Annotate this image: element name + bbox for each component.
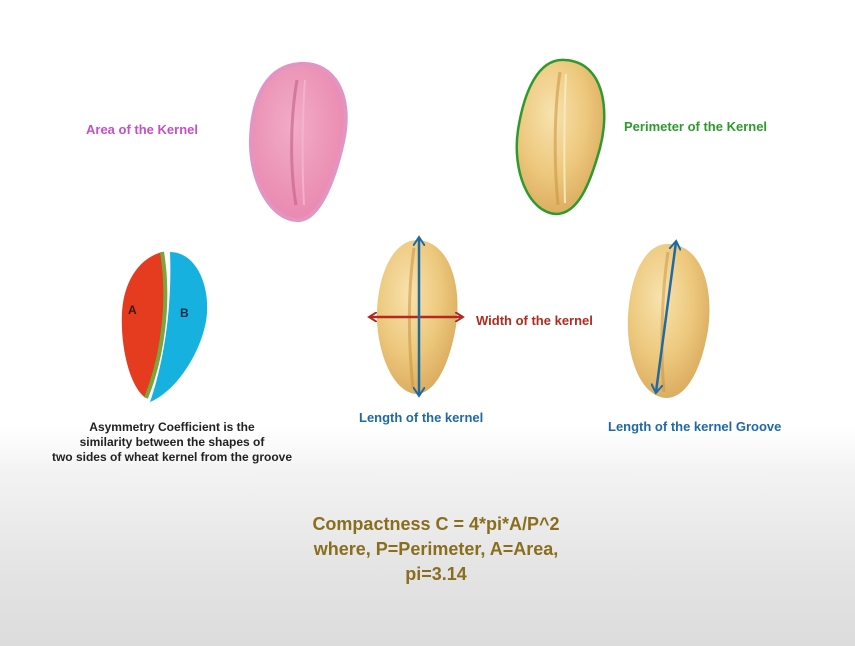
side-b-label: B <box>180 306 189 320</box>
width-label: Width of the kernel <box>476 313 593 328</box>
formula-line-3: pi=3.14 <box>405 564 467 584</box>
side-b-shape <box>150 252 208 402</box>
perimeter-kernel <box>515 58 606 216</box>
groove-line <box>144 251 168 399</box>
asymmetry-description: Asymmetry Coefficient is the similarity … <box>12 420 332 465</box>
formula-line-1: Compactness C = 4*pi*A/P^2 <box>312 514 560 534</box>
groove-arrow <box>656 242 676 392</box>
asymmetry-kernel <box>121 251 208 402</box>
groove-length-label: Length of the kernel Groove <box>608 419 782 434</box>
compactness-formula: Compactness C = 4*pi*A/P^2 where, P=Peri… <box>236 512 636 587</box>
width-length-kernel <box>370 238 462 395</box>
asymmetry-line-2: similarity between the shapes of <box>79 435 265 449</box>
area-label: Area of the Kernel <box>86 122 198 137</box>
formula-line-2: where, P=Perimeter, A=Area, <box>313 539 559 559</box>
side-a-shape <box>121 252 166 398</box>
length-label: Length of the kernel <box>359 410 484 425</box>
side-a-label: A <box>128 303 137 317</box>
perimeter-label: Perimeter of the Kernel <box>624 119 768 134</box>
asymmetry-line-1: Asymmetry Coefficient is the <box>89 420 255 434</box>
area-kernel <box>248 61 348 223</box>
groove-kernel <box>627 242 710 398</box>
asymmetry-line-3: two sides of wheat kernel from the groov… <box>51 450 293 464</box>
